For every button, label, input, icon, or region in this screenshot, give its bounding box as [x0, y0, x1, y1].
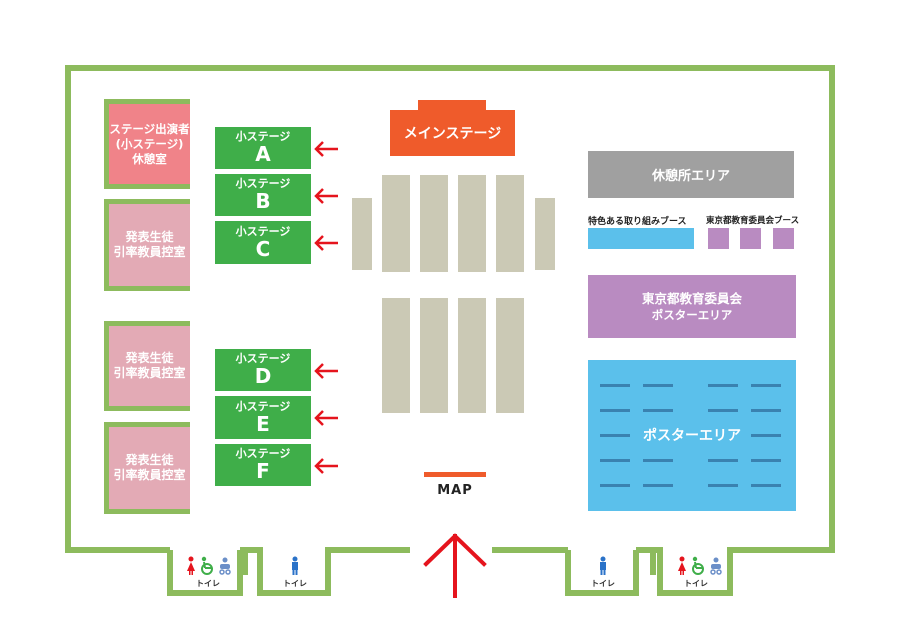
- male-toilet-icon: [600, 556, 606, 575]
- main-stage: メインステージ: [390, 110, 515, 156]
- poster-area: ポスターエリア: [588, 360, 796, 511]
- board-booth-3: [773, 228, 794, 249]
- poster-slot: [600, 384, 630, 387]
- seat-block: [458, 298, 486, 413]
- left-arrow-icon: [314, 458, 338, 474]
- small-stage-label: 小ステージ: [235, 177, 291, 190]
- poster-slot: [643, 484, 673, 487]
- small-stage-f: 小ステージ F: [215, 444, 311, 486]
- small-stage-label: 小ステージ: [235, 130, 291, 143]
- waiting-room-2: 発表生徒 引率教員控室: [104, 321, 190, 411]
- toilet-label: トイレ: [283, 579, 307, 588]
- poster-slot: [751, 459, 781, 462]
- poster-slot: [751, 434, 781, 437]
- map-label-bar: [424, 472, 486, 477]
- poster-slot: [708, 459, 738, 462]
- poster-slot: [708, 384, 738, 387]
- small-stage-c: 小ステージ C: [215, 221, 311, 264]
- board-poster-area: 東京都教育委員会 ポスターエリア: [588, 275, 796, 338]
- board-poster-title: 東京都教育委員会: [641, 291, 742, 306]
- poster-slot: [600, 484, 630, 487]
- small-stage-label: 小ステージ: [235, 447, 291, 460]
- poster-slot: [751, 484, 781, 487]
- baby-care-icon: [710, 557, 722, 575]
- poster-slot: [643, 459, 673, 462]
- seat-block: [535, 198, 555, 270]
- poster-slot: [643, 409, 673, 412]
- waiting-room-3: 発表生徒 引率教員控室: [104, 422, 190, 514]
- small-stage-letter: D: [254, 364, 272, 388]
- waiting-room-1: 発表生徒 引率教員控室: [104, 199, 190, 291]
- left-arrow-icon: [314, 363, 338, 379]
- board-booth-label: 東京都教育委員会ブース: [706, 216, 800, 226]
- board-booth-2: [740, 228, 761, 249]
- board-poster-subtitle: ポスターエリア: [651, 308, 733, 322]
- small-stage-letter: E: [256, 411, 270, 436]
- small-stage-e: 小ステージ E: [215, 396, 311, 439]
- toilet-label: トイレ: [196, 579, 220, 588]
- female-toilet-icon: [678, 556, 686, 575]
- toilet-label: トイレ: [591, 579, 615, 588]
- seat-block: [496, 175, 524, 272]
- accessible-toilet-icons: [185, 556, 231, 576]
- performer-rest-room: ステージ出演者 (小ステージ) 休憩室: [104, 99, 190, 189]
- baby-care-icon: [219, 557, 231, 575]
- female-toilet-icon: [187, 556, 195, 575]
- toilet-label: トイレ: [684, 579, 708, 588]
- left-arrow-icon: [314, 188, 338, 204]
- poster-slot: [708, 409, 738, 412]
- small-stage-letter: F: [256, 459, 270, 483]
- main-stage-top: [418, 100, 486, 112]
- special-booth-label: 特色ある取り組みブース: [588, 217, 687, 227]
- poster-area-label: ポスターエリア: [643, 428, 741, 444]
- map-label: MAP: [437, 483, 473, 498]
- seat-block: [382, 175, 410, 272]
- special-booth: [588, 228, 694, 249]
- small-stage-label: 小ステージ: [235, 352, 291, 365]
- male-toilet-icon: [292, 556, 298, 575]
- small-stage-letter: C: [255, 236, 271, 261]
- seat-block: [458, 175, 486, 272]
- accessible-toilet-icon: [201, 556, 213, 575]
- seat-block: [382, 298, 410, 413]
- board-booth-1: [708, 228, 729, 249]
- poster-slot: [708, 484, 738, 487]
- small-stage-b: 小ステージ B: [215, 174, 311, 216]
- small-stage-label: 小ステージ: [235, 224, 291, 238]
- poster-slot: [600, 459, 630, 462]
- accessible-toilet-icon: [692, 556, 704, 575]
- left-arrow-icon: [314, 235, 338, 251]
- left-arrow-icon: [314, 141, 338, 157]
- poster-slot: [751, 384, 781, 387]
- small-stage-letter: A: [255, 142, 271, 166]
- seat-block: [420, 175, 448, 272]
- seat-block: [496, 298, 524, 413]
- small-stage-a: 小ステージ A: [215, 127, 311, 169]
- entrance-arrow-icon: [423, 533, 487, 598]
- seat-block: [352, 198, 372, 270]
- poster-slot: [751, 409, 781, 412]
- small-stage-letter: B: [255, 189, 271, 213]
- poster-slot: [643, 384, 673, 387]
- poster-slot: [600, 434, 630, 437]
- small-stage-d: 小ステージ D: [215, 349, 311, 391]
- rest-area: 休憩所エリア: [588, 151, 794, 198]
- seat-block: [420, 298, 448, 413]
- left-arrow-icon: [314, 410, 338, 426]
- poster-slot: [600, 409, 630, 412]
- accessible-toilet-icons: [676, 556, 722, 576]
- small-stage-label: 小ステージ: [235, 399, 291, 413]
